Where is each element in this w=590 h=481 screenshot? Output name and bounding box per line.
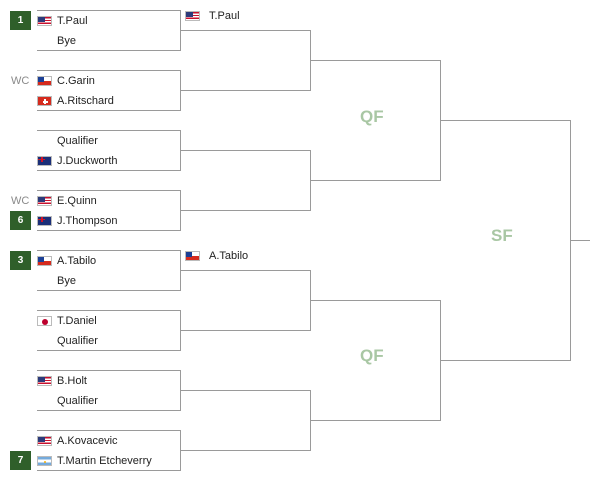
round-label-qf-bottom: QF [360,346,384,365]
flag-swiss-icon [37,96,52,106]
bracket-line [37,370,181,371]
bracket-line [37,190,181,191]
bracket-line [180,150,311,151]
bracket-line [180,390,311,391]
bracket-line [440,360,571,361]
bracket-line [37,130,181,131]
player-name[interactable]: J.Duckworth [57,155,118,167]
seed-badge: 3 [10,251,31,270]
bracket-line [37,430,181,431]
seed-badge: 1 [10,11,31,30]
player-name[interactable]: A.Ritschard [57,95,114,107]
flag-aus-icon [37,216,52,226]
seed-badge: 7 [10,451,31,470]
bracket-line [180,330,311,331]
player-name[interactable]: B.Holt [57,375,87,387]
bracket-line [180,30,311,31]
flag-argentina-icon [37,456,52,466]
bracket-line [37,70,181,71]
bracket-line [180,270,311,271]
player-name[interactable]: A.Kovacevic [57,435,118,447]
bracket-line [310,60,441,61]
bracket-line [37,50,181,51]
player-name[interactable]: A.Tabilo [57,255,97,267]
bracket-line [37,170,181,171]
bracket-line [310,420,441,421]
flag-chile-icon [185,251,200,261]
bracket-line [37,310,181,311]
player-name[interactable]: T.Daniel [57,315,97,327]
bracket-line [37,410,181,411]
bracket-line [180,210,311,211]
round-label-sf: SF [491,226,513,245]
player-name[interactable]: C.Garin [57,75,95,87]
advancer-name[interactable]: A.Tabilo [209,250,249,262]
player-name[interactable]: T.Martin Etcheverry [57,455,152,467]
bracket-line [440,120,571,121]
flag-usa-icon [37,376,52,386]
bracket-line [310,180,441,181]
flag-chile-icon [37,76,52,86]
wildcard-label: WC [11,195,30,207]
flag-usa-icon [37,436,52,446]
bracket-line [180,450,311,451]
player-name[interactable]: T.Paul [57,15,88,27]
bracket-line [37,350,181,351]
bracket-line [37,110,181,111]
player-name[interactable]: Qualifier [57,135,98,147]
bracket-line [310,300,441,301]
flag-aus-icon [37,156,52,166]
player-name[interactable]: Bye [57,35,76,47]
advancer-name[interactable]: T.Paul [209,10,240,22]
bracket-line [37,290,181,291]
player-name[interactable]: E.Quinn [57,195,97,207]
bracket-line [37,230,181,231]
player-name[interactable]: J.Thompson [57,215,118,227]
bracket-line [37,10,181,11]
bracket-line [180,90,311,91]
flag-chile-icon [37,256,52,266]
player-name[interactable]: Qualifier [57,395,98,407]
bracket-line [37,250,181,251]
wildcard-label: WC [11,75,30,87]
flag-usa-icon [37,16,52,26]
bracket-line [570,240,590,241]
flag-usa-icon [37,196,52,206]
flag-japan-icon [37,316,52,326]
round-label-qf-top: QF [360,107,384,126]
seed-badge: 6 [10,211,31,230]
flag-usa-icon [185,11,200,21]
player-name[interactable]: Bye [57,275,76,287]
player-name[interactable]: Qualifier [57,335,98,347]
bracket-line [37,470,181,471]
